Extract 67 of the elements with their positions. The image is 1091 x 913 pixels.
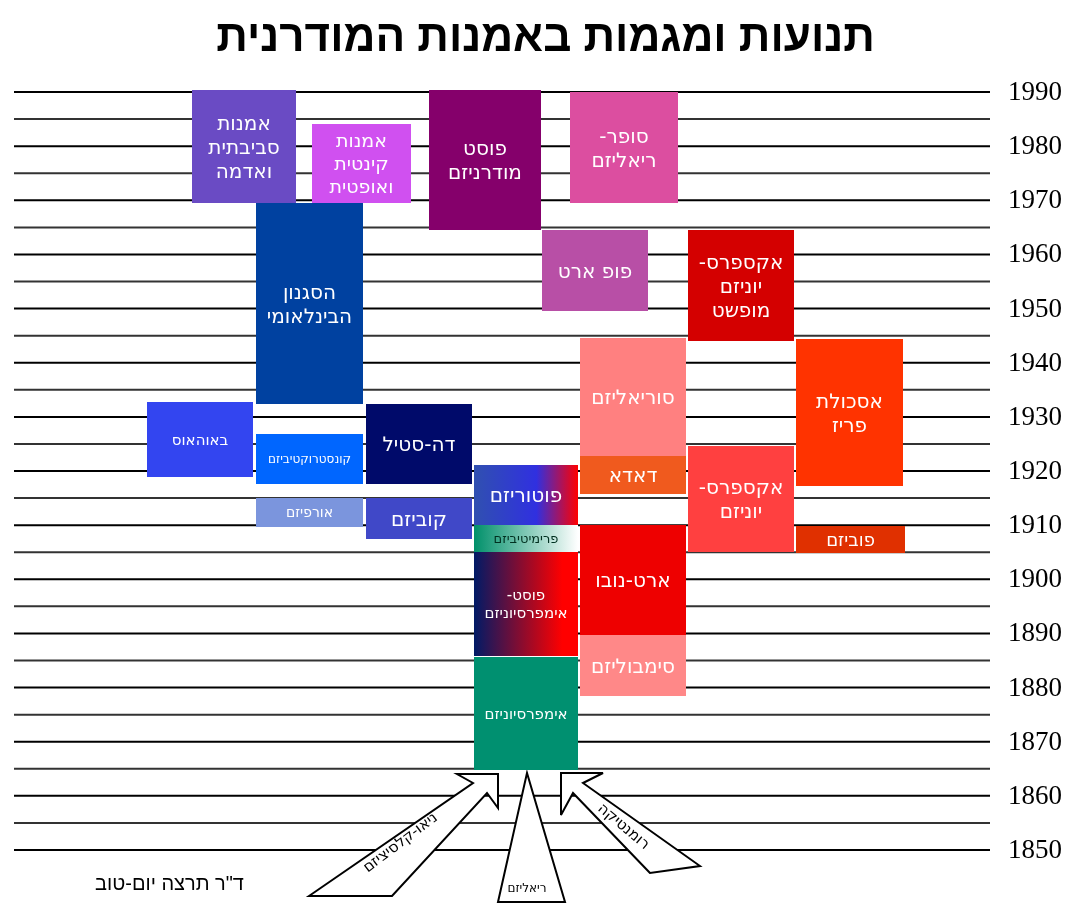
movement-box [796,339,903,486]
movement-name: סופר-ריאליזם [590,123,658,172]
year-label: 1990 [1008,76,1062,107]
movement-name: אסכולת פריז [815,388,884,437]
year-label: 1850 [1008,834,1062,864]
movement-box [429,90,541,230]
movement-name: סימבוליזם [589,653,677,678]
year-label: 1880 [1008,671,1062,702]
movement-name: אקספרס-יוניזם [697,475,785,523]
movement-name: אקספרס-יוניזם מופשט [697,249,785,322]
movement-name: דה-סטיל [381,432,457,456]
movement-box [474,552,578,656]
movement-box [580,456,686,494]
year-label: 1970 [1008,184,1062,215]
movement-box [192,90,296,203]
movement-name: קונסטרוקטיביזם [267,451,352,467]
movement-name: דאדא [607,463,659,487]
movement-box [688,446,794,552]
arrow-label: ניאו-קלסיציזם [359,808,441,876]
movement-name: אורפיזם [284,504,335,521]
movement-name: אימפרסיוניזם [483,704,569,723]
movement-name: פוביזם [825,528,876,551]
movement-box [147,402,253,477]
movement-box [796,526,905,553]
year-label: 1890 [1008,617,1062,648]
year-label: 1950 [1008,292,1062,323]
year-label: 1960 [1008,238,1062,269]
movement-name: אמנות קינטית ואופטית [328,129,395,198]
year-label: 1870 [1008,725,1062,756]
movement-box [256,434,363,484]
block-arrow [560,772,703,875]
movement-box [312,124,411,203]
year-label: 1920 [1008,455,1062,485]
arrow-label: רומנטיקה [594,799,654,853]
movement-box [366,404,472,484]
year-label: 1930 [1008,400,1062,431]
movement-box [542,230,648,311]
movement-name: הסגנון הבינלאומי [265,279,354,328]
movement-box [580,338,686,456]
year-label: 1860 [1008,779,1062,810]
movement-box [688,230,794,341]
year-label: 1900 [1008,563,1062,594]
movement-name: סוריאליזם [590,385,676,409]
movement-box [570,92,678,203]
movement-name: פרימיטיביזם [492,530,560,547]
movement-name: באוהאוס [170,430,230,449]
movement-box [474,525,578,552]
movement-box [580,525,686,635]
movement-name: אמנות סביבתית ואדמה [207,110,281,183]
movement-name: פופ ארט [556,258,634,283]
movement-box [366,498,472,539]
year-label: 1940 [1008,346,1062,377]
year-label: 1910 [1008,509,1062,540]
movement-box [256,498,363,527]
year-label: 1980 [1008,130,1062,161]
movement-name: ארט-נובו [594,568,672,592]
movement-box [474,657,578,770]
arrow-label: ריאליזם [507,881,547,895]
movement-name: קוביזם [390,506,448,531]
block-arrow [305,773,499,897]
movement-box [580,635,686,696]
author-credit: ד"ר תרצה יום-טוב [95,872,244,895]
chart-title: תנועות ומגמות באמנות המודרנית [215,10,876,62]
block-arrow [496,769,567,903]
movement-name: פוסט מודרניזם [447,136,523,184]
movement-name: פוסט-אימפרסיוניזם [483,586,569,622]
movement-box [256,203,363,404]
